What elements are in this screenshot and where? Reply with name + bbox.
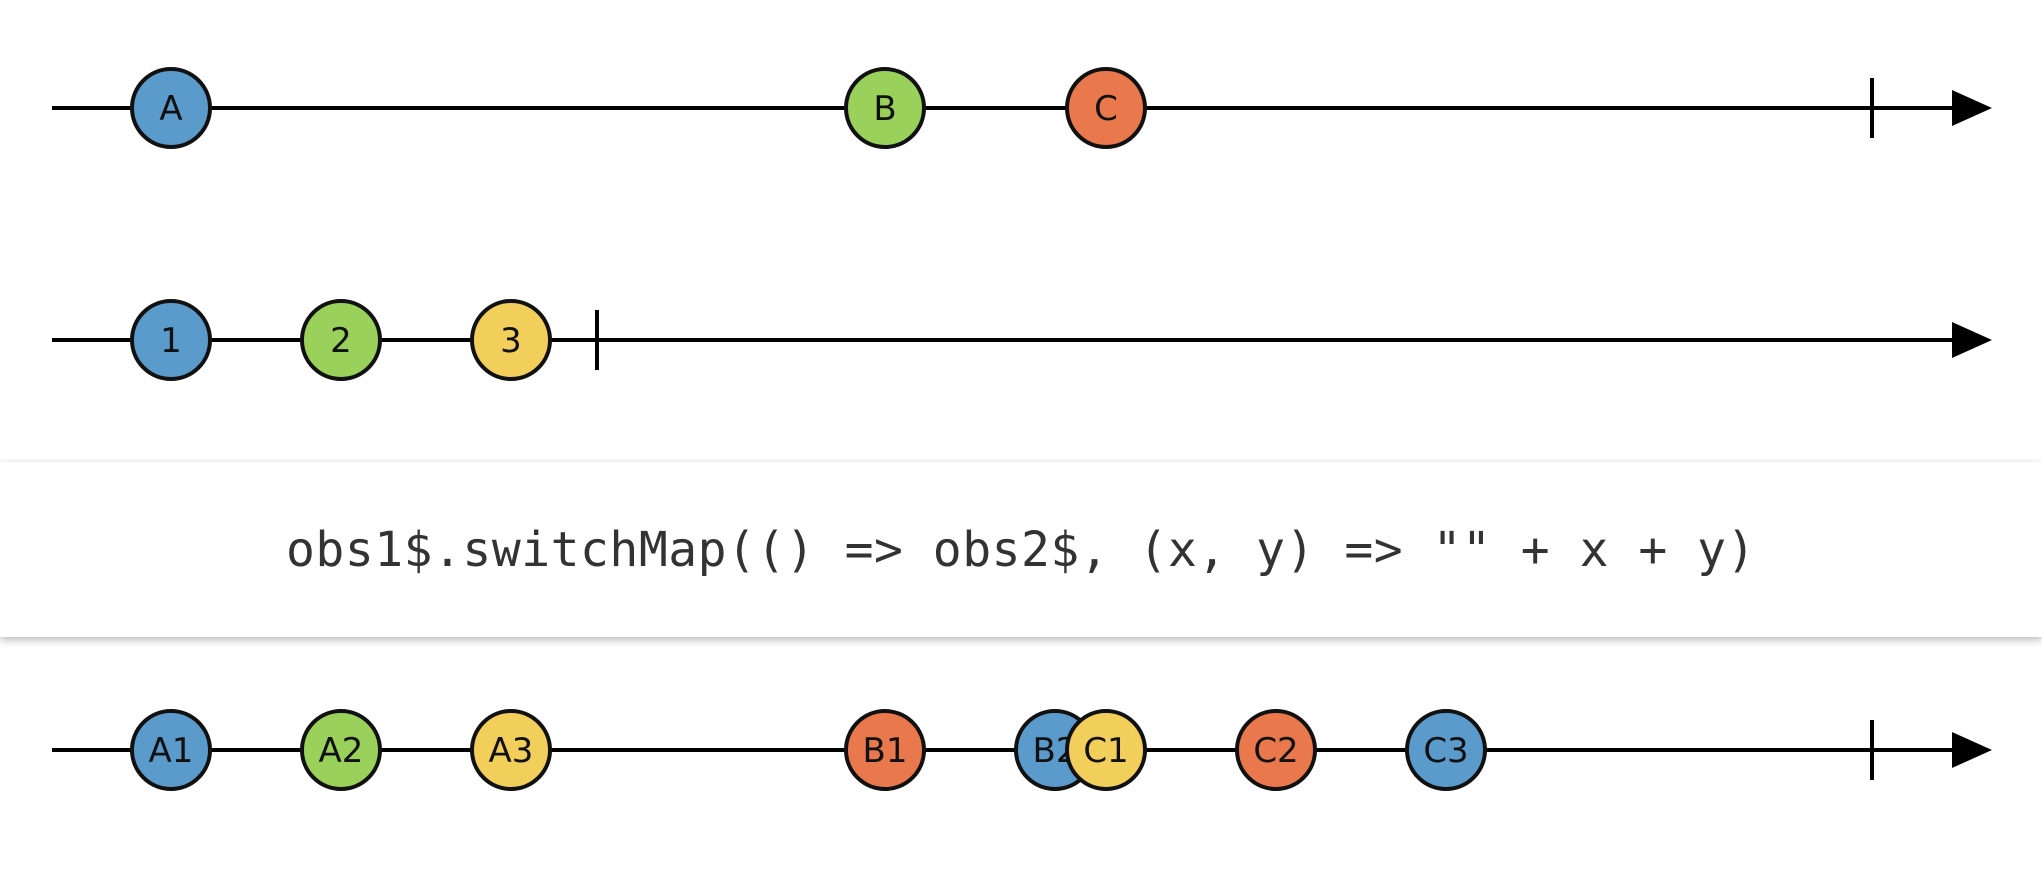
marble-label: 1 xyxy=(160,321,182,361)
marble-C2: C2 xyxy=(1235,709,1317,791)
marble-3: 3 xyxy=(470,299,552,381)
marble-circle xyxy=(1065,709,1147,791)
marble-C1: C1 xyxy=(1065,709,1147,791)
marble-circle xyxy=(844,67,926,149)
marble-circle xyxy=(470,709,552,791)
marble-label: B xyxy=(873,89,896,129)
marble-circle xyxy=(130,299,212,381)
marble-A3: A3 xyxy=(470,709,552,791)
marble-label: A2 xyxy=(319,731,364,771)
marble-1: 1 xyxy=(130,299,212,381)
marble-circle xyxy=(300,709,382,791)
marble-C3: C3 xyxy=(1405,709,1487,791)
marble-circle xyxy=(1405,709,1487,791)
marble-circle xyxy=(130,67,212,149)
marble-label: B1 xyxy=(863,731,908,771)
marble-B1: B1 xyxy=(844,709,926,791)
source-observable-timeline: A B C xyxy=(52,67,1992,149)
marble-A1: A1 xyxy=(130,709,212,791)
marble-label: 3 xyxy=(500,321,522,361)
marble-circle xyxy=(1235,709,1317,791)
marble-label: C xyxy=(1094,89,1118,129)
arrow-head-icon xyxy=(1952,90,1992,126)
marble-label: A xyxy=(159,89,182,129)
marble-label: C2 xyxy=(1253,731,1298,771)
marble-circle xyxy=(1065,67,1147,149)
arrow-head-icon xyxy=(1952,322,1992,358)
operator-code: obs1$.switchMap(() => obs2$, (x, y) => "… xyxy=(286,521,1756,578)
marble-label: 2 xyxy=(330,321,352,361)
marble-A2: A2 xyxy=(300,709,382,791)
marble-label: C3 xyxy=(1423,731,1468,771)
marble-circle xyxy=(130,709,212,791)
arrow-head-icon xyxy=(1952,732,1992,768)
marble-2: 2 xyxy=(300,299,382,381)
inner-observable-timeline: 1 2 3 xyxy=(52,299,1992,381)
marble-C: C xyxy=(1065,67,1147,149)
marble-label: A1 xyxy=(149,731,194,771)
marble-circle xyxy=(300,299,382,381)
operator-box: obs1$.switchMap(() => obs2$, (x, y) => "… xyxy=(0,462,2042,637)
marble-B: B xyxy=(844,67,926,149)
marble-circle xyxy=(844,709,926,791)
marble-circle xyxy=(470,299,552,381)
marble-A: A xyxy=(130,67,212,149)
marble-label: A3 xyxy=(489,731,534,771)
marble-label: C1 xyxy=(1083,731,1128,771)
